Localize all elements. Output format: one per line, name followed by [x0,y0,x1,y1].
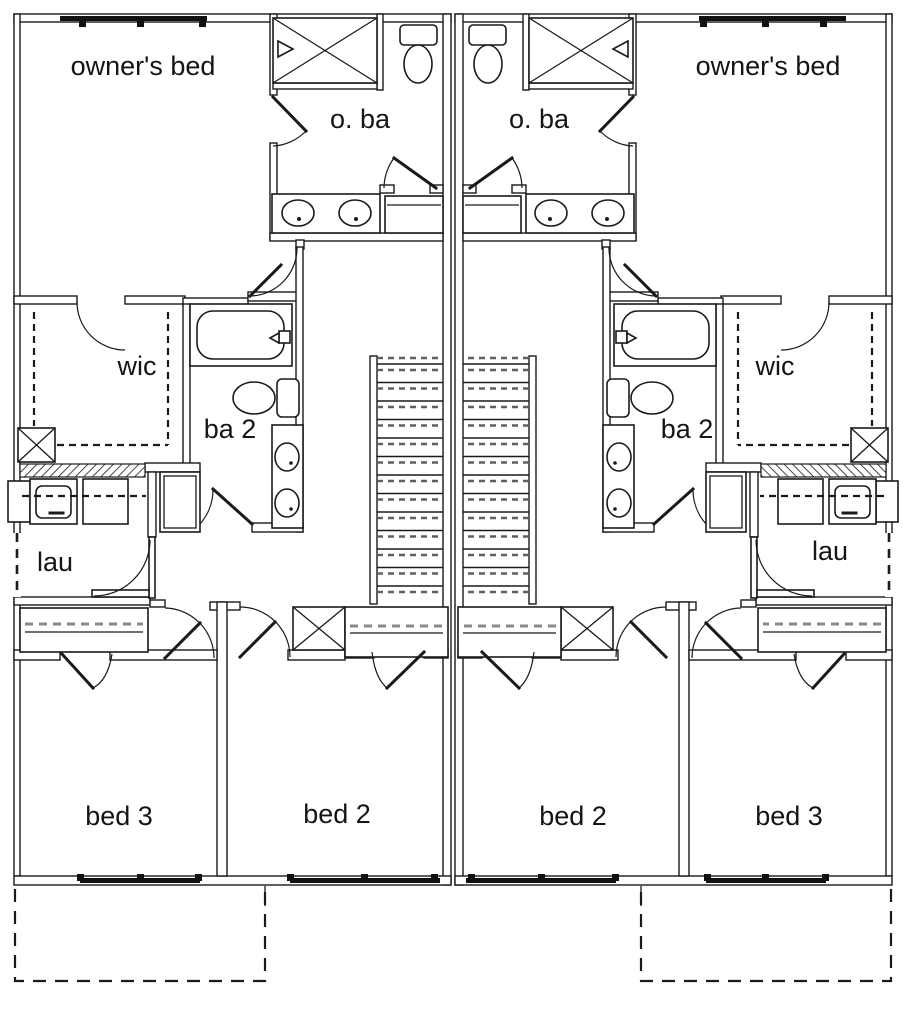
room-label-wic-left: wic [117,351,157,381]
walls [13,13,452,886]
room-label-owners-bed-left: owner's bed [71,51,216,81]
toilet [399,24,438,84]
door-swing [162,606,291,661]
window [7,480,31,523]
room-label-lau-right: lau [812,536,848,566]
unit-right [453,12,900,983]
room-label-ba2-left: ba 2 [204,414,257,444]
room-label-bed3-left: bed 3 [85,801,153,831]
room-label-bed2-right: bed 2 [539,801,607,831]
door-swing [270,94,439,191]
patio-outline-dashed [13,886,267,983]
room-label-owners-bath-left: o. ba [330,104,391,134]
dryer [82,478,129,525]
room-label-bed2-left: bed 2 [303,799,371,829]
room-label-bed3-right: bed 3 [755,801,823,831]
linen-closet [159,471,201,533]
bathtub [189,303,293,367]
hatched-wall [19,463,146,478]
closet-door-swing [59,649,427,691]
unit-left [7,13,452,983]
closet-bed2 [344,606,449,658]
room-label-lau-left: lau [37,547,73,577]
door-swing [76,246,298,351]
door-swing [91,536,156,599]
door-swing [199,486,255,527]
double-sink-vanity [271,193,381,234]
chase-x-box [17,427,346,651]
room-label-owners-bed-right: owner's bed [696,51,841,81]
shower [272,17,378,84]
room-label-ba2-right: ba 2 [661,414,714,444]
closet-shelving [32,312,170,447]
room-labels: owner's bed o. ba wic ba 2 lau bed 3 bed… [37,51,848,831]
linen-cabinet [384,195,444,234]
washer [29,478,78,525]
room-label-wic-right: wic [755,351,795,381]
toilet [232,378,300,418]
room-label-owners-bath-right: o. ba [509,104,570,134]
double-sink-vanity [271,424,304,529]
staircase-treads [377,356,443,594]
closet-bed3 [19,607,149,653]
windows [7,16,440,883]
